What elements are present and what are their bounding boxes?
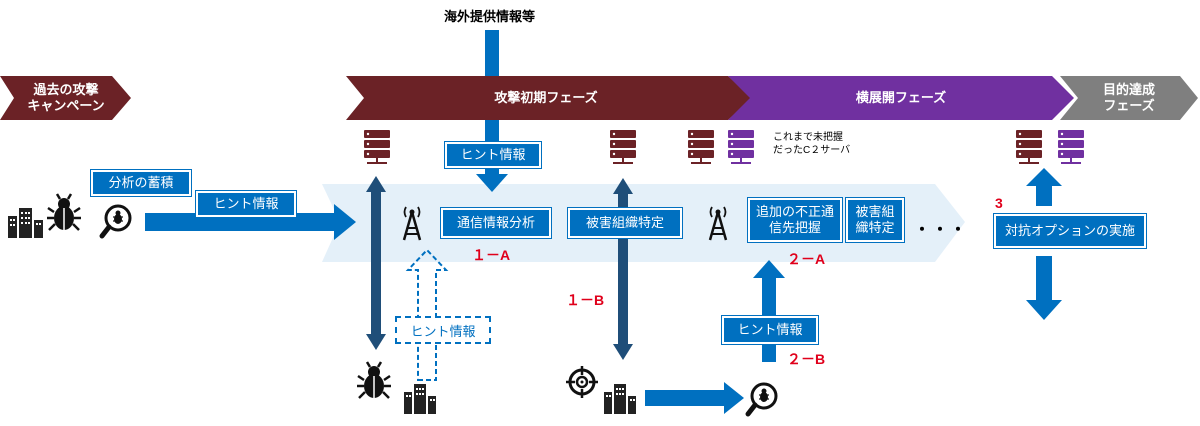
label-3: 3: [995, 195, 1003, 211]
antenna-icon-2: [708, 206, 728, 241]
c2-server-note: これまで未把握 だったC２サーバ: [773, 132, 851, 156]
server-icon-2: [610, 130, 636, 164]
up-arrow-2b-shaft-low: [762, 344, 776, 362]
overseas-arrow-shaft-top: [485, 30, 499, 76]
phase-goal: 目的達成 フェーズ: [1102, 81, 1155, 113]
target-icon: [566, 366, 598, 398]
comm-analysis-box: 通信情報分析: [440, 207, 552, 239]
server-icon-1: [364, 130, 390, 164]
analysis-accum-box: 分析の蓄積: [90, 169, 192, 197]
overseas-arrow-shaft-mid: [485, 120, 499, 142]
antenna-icon-1: [402, 206, 422, 241]
additional-c2-box: 追加の不正通 信先把握: [747, 197, 843, 243]
phase-initial: 攻撃初期フェーズ: [494, 89, 598, 105]
server-icon-purple-1: [728, 130, 754, 164]
phase-goal-shape: [1060, 76, 1198, 120]
dashed-up-arrow: [405, 248, 449, 381]
double-arrow-left-up: [366, 176, 386, 192]
phase-lateral-shape: [728, 76, 1074, 120]
label-1b: １－B: [566, 292, 605, 308]
building-icon-bottom-1: [404, 384, 436, 414]
double-arrow-left-down: [366, 334, 386, 350]
left-big-arrow-shaft: [145, 213, 335, 231]
bug-icon: [47, 193, 81, 231]
phase-lateral: 横展開フェーズ: [855, 89, 947, 105]
overseas-info-label: 海外提供情報等: [444, 9, 536, 24]
double-arrow-mid-shaft: [618, 192, 628, 344]
goal-down-arrow-shaft: [1036, 256, 1052, 302]
bottom-right-arrow-head: [724, 382, 744, 414]
double-arrow-left-shaft: [371, 190, 381, 334]
label-2b: ２－B: [787, 351, 826, 367]
victim-org-box: 被害組織特定: [567, 207, 683, 239]
hint-top-box: ヒント情報: [444, 141, 542, 169]
hint-right-box: ヒント情報: [721, 315, 819, 345]
up-arrow-2b-head: [753, 260, 785, 278]
building-icon: [8, 208, 43, 238]
overseas-arrow-head: [476, 174, 508, 192]
server-icon-4: [1016, 130, 1042, 164]
ellipsis: ・・・: [914, 222, 969, 239]
goal-up-arrow-shaft: [1036, 186, 1052, 206]
overseas-arrow-shaft-low: [485, 166, 499, 174]
magnifier-bug-icon-bottom: [745, 382, 778, 417]
double-arrow-mid-down: [613, 344, 633, 360]
label-1a: １－A: [472, 247, 511, 263]
hint-left-box: ヒント情報: [195, 190, 297, 218]
goal-down-arrow-head: [1026, 300, 1062, 320]
hint-dashed-box: ヒント情報: [395, 316, 491, 344]
double-arrow-mid-up: [613, 178, 633, 194]
phase-initial-shape: [346, 76, 752, 120]
bottom-right-arrow-shaft: [645, 390, 725, 406]
phase-past: 過去の攻撃 キャンペーン: [27, 81, 105, 113]
phase-past-shape: [0, 76, 131, 120]
bug-icon-bottom: [357, 361, 391, 399]
building-icon-bottom-2: [604, 384, 636, 414]
left-big-arrow-head: [334, 204, 356, 240]
server-icon-3: [688, 130, 714, 164]
goal-up-arrow-head: [1026, 168, 1062, 186]
up-arrow-2b-shaft: [762, 278, 776, 316]
server-icon-purple-2: [1058, 130, 1084, 164]
magnifier-bug-icon: [99, 204, 132, 239]
victim-org2-box: 被害組 織特定: [845, 197, 905, 243]
label-2a: ２－A: [787, 251, 826, 267]
countermeasure-box: 対抗オプションの実施: [993, 213, 1147, 249]
